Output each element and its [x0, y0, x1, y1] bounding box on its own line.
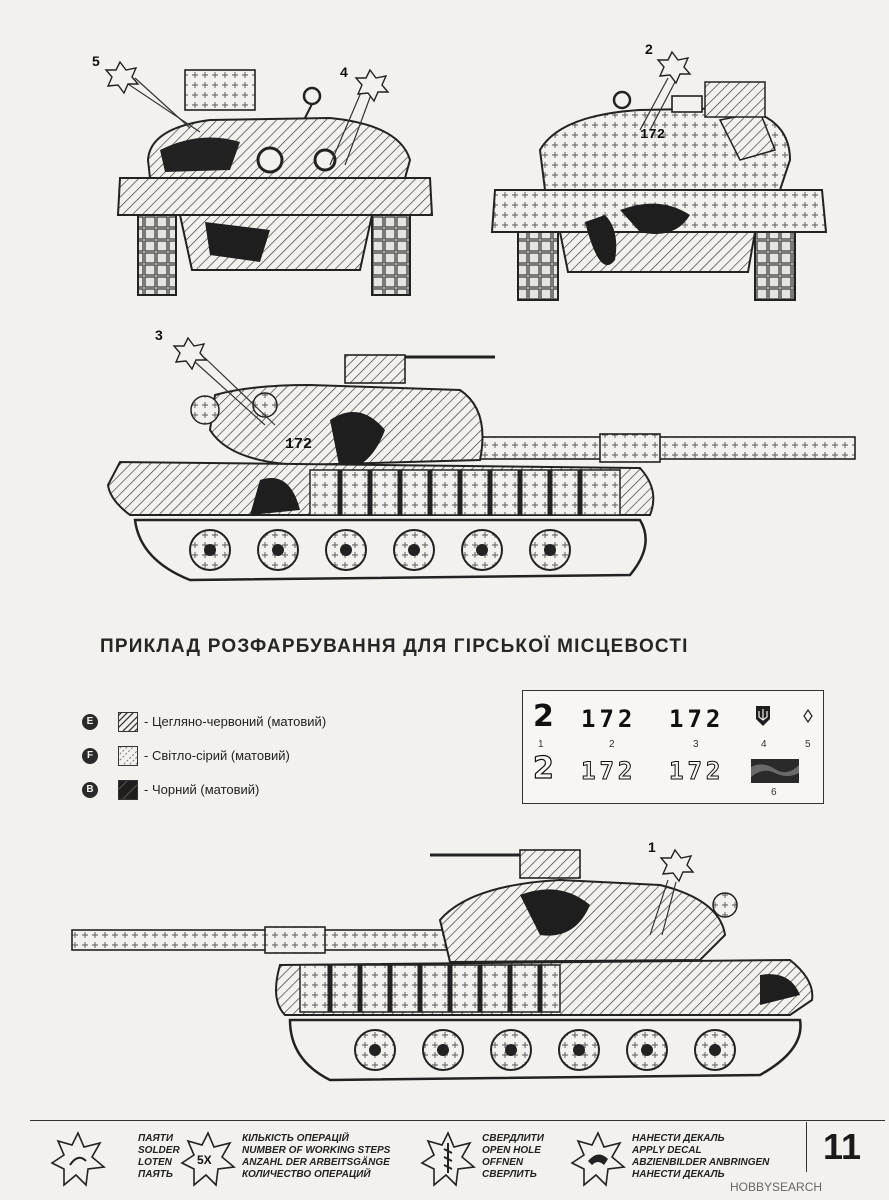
- decal-2-outline: 2: [532, 750, 554, 786]
- callout-1-label: 1: [648, 839, 656, 855]
- page-title: ПРИКЛАД РОЗФАРБУВАННЯ ДЛЯ ГІРСЬКОЇ МІСЦЕ…: [100, 636, 689, 657]
- steps-badge: 5X: [197, 1153, 212, 1167]
- legend-item-brick-red: E - Цегляно-червоний (матовий): [82, 712, 382, 734]
- callout-star-4: [354, 68, 390, 103]
- gun-muzzle: [256, 146, 284, 174]
- decal-172-outline-b: 172: [668, 757, 725, 786]
- brick-red-swatch: [118, 712, 138, 732]
- legend-label: - Світло-сірий (матовий): [144, 748, 290, 763]
- side-turret-camo: [330, 412, 385, 470]
- drill-star-icon: [420, 1131, 476, 1187]
- diamond-marker-icon: [803, 709, 813, 723]
- callout-2-label: 2: [645, 41, 653, 57]
- side-view-tank-right: [71, 849, 814, 1082]
- legend-code-badge: B: [82, 782, 98, 798]
- decal-sheet: 2 172 172 1 2 3 4 5 2 172 172 6: [522, 690, 824, 804]
- decal-2-solid: 2: [533, 699, 554, 734]
- searchlight: [302, 86, 322, 106]
- rear-hull: [558, 231, 757, 273]
- decal-172-a: 172: [581, 705, 637, 733]
- legend-item-black: B - Чорний (матовий): [82, 780, 382, 802]
- rear-stowage-box: [704, 81, 766, 118]
- watermark: HOBBYSEARCH: [730, 1180, 823, 1194]
- rear-camo-patch-2: [620, 203, 690, 234]
- decal-172-b: 172: [669, 705, 725, 733]
- front-turret-camo: [160, 137, 240, 172]
- legend-label: - Чорний (матовий): [144, 782, 260, 797]
- callout-star-5: [104, 60, 140, 95]
- callout-3-label: 3: [155, 327, 163, 343]
- rear-left-track: [517, 227, 559, 301]
- light-grey-swatch: [118, 746, 138, 766]
- decal-callouts: 5 4 2 3 1: [92, 41, 695, 936]
- rear-turret-number: 172: [640, 127, 665, 143]
- decal-number: 2: [609, 739, 615, 750]
- trident-emblem-icon: [756, 706, 770, 726]
- side-track: [133, 518, 647, 582]
- legend-code-badge: E: [82, 714, 98, 730]
- rear-right-track: [754, 227, 796, 301]
- callout-star-3: [172, 336, 208, 371]
- page-number: 11: [806, 1122, 877, 1172]
- bottom-gun-barrel: [71, 929, 448, 951]
- decal-star-icon: [570, 1131, 626, 1187]
- bottom-turret: [438, 878, 727, 964]
- rear-view-tank: 172: [490, 81, 828, 301]
- decal-number: 5: [805, 739, 811, 750]
- legend-label: - Цегляно-червоний (матовий): [144, 714, 327, 729]
- legend-item-light-grey: F - Світло-сірий (матовий): [82, 746, 382, 768]
- front-fender: [116, 177, 434, 216]
- front-camo-patch: [205, 222, 270, 262]
- bottom-track: [288, 1018, 802, 1082]
- solder-star-icon: [50, 1131, 106, 1187]
- side-turret-number: 172: [285, 436, 312, 453]
- black-swatch: [118, 780, 138, 800]
- decal-number: 6: [771, 787, 777, 798]
- callout-5-label: 5: [92, 53, 100, 69]
- front-view-tank: [116, 69, 434, 296]
- decal-number: 3: [693, 739, 699, 750]
- decal-number: 4: [761, 739, 767, 750]
- decal-number: 1: [538, 739, 544, 750]
- side-view-tank-left: 172: [106, 354, 856, 582]
- cupola: [344, 354, 406, 384]
- decal-172-outline-a: 172: [580, 757, 637, 786]
- camo-decal-strip: [751, 759, 799, 783]
- front-turret-box: [184, 69, 256, 111]
- callout-star-2: [656, 50, 692, 85]
- legend-code-badge: F: [82, 748, 98, 764]
- steps-star-icon: 5X: [180, 1131, 236, 1187]
- rear-camo-patch-1: [585, 215, 617, 266]
- callout-star-1: [659, 848, 695, 883]
- main-gun-barrel: [479, 436, 856, 460]
- callout-4-label: 4: [340, 64, 348, 80]
- side-reactive-armor: [309, 469, 621, 516]
